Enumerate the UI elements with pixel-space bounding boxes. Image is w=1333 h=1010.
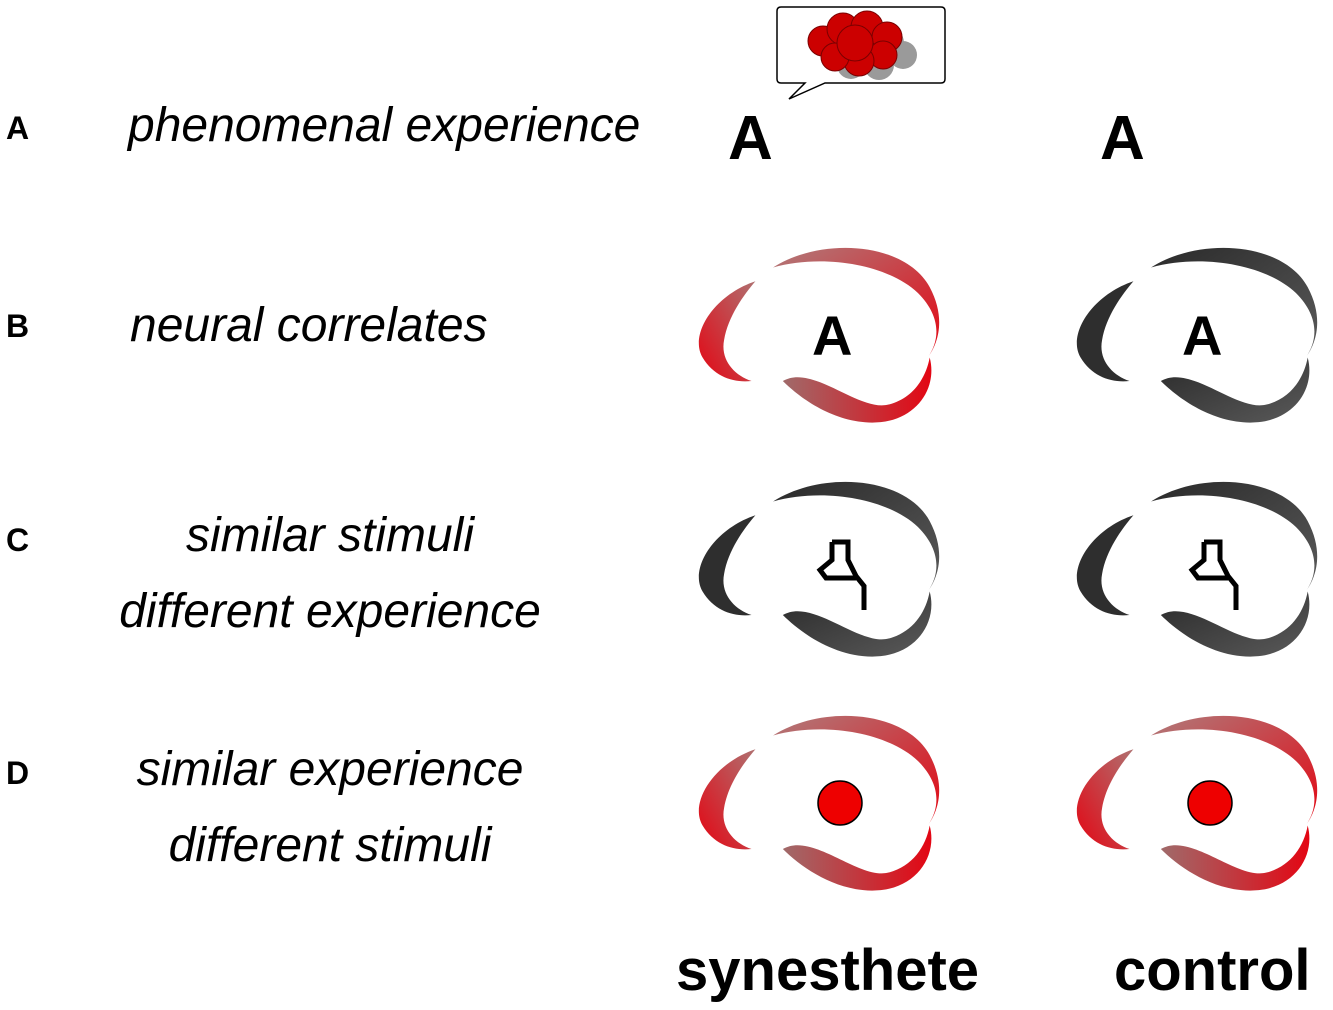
neural-letter-synesthete: A [812,304,853,367]
novel-glyph-control-icon [1188,539,1239,610]
row-d-description: similar experience different stimuli [136,743,524,872]
row-b-description: neural correlates [130,299,488,352]
red-cloud-icon [807,10,903,77]
stimulus-letter-synesthete: A [728,104,773,173]
row-letter-c: C [6,522,30,558]
row-letter-b: B [6,308,30,344]
row-letter-d: D [6,755,30,791]
red-dot-control-icon [1187,780,1233,826]
column-label-synesthete: synesthete [676,938,980,1003]
neural-letter-control: A [1182,304,1223,367]
speech-bubble [776,6,946,100]
stimulus-letter-control: A [1100,104,1145,173]
red-dot-synesthete-icon [817,780,863,826]
row-letter-a: A [6,110,30,146]
novel-glyph-synesthete-icon [816,539,867,610]
row-a-description: phenomenal experience [128,99,641,152]
row-c-description: similar stimuli different experience [119,509,541,638]
column-label-control: control [1114,938,1311,1003]
